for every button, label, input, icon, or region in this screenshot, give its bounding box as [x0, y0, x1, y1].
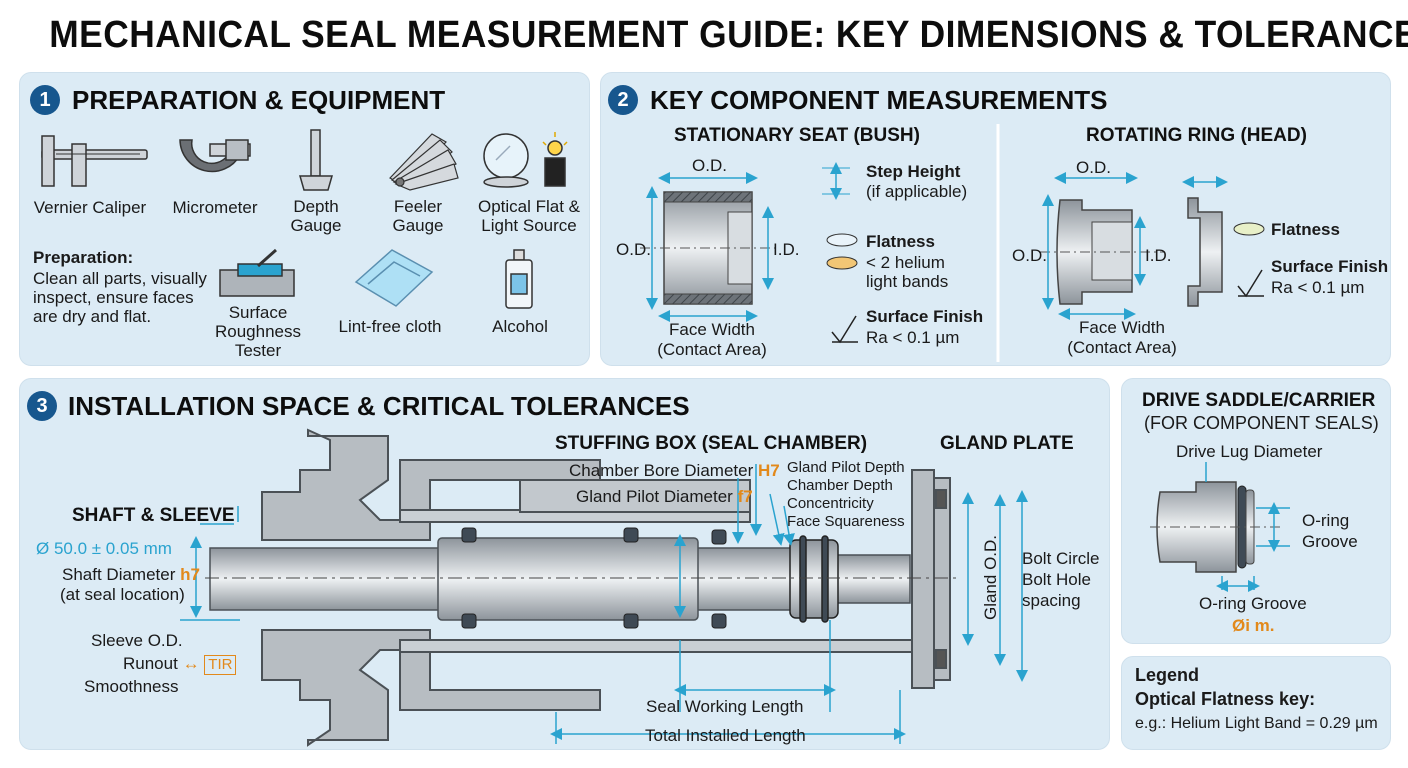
tool-label-optical-flat: Optical Flat & Light Source: [477, 197, 581, 235]
micrometer-icon: [179, 139, 251, 173]
seal-head: [789, 535, 839, 623]
step-height-label: Step Height: [866, 162, 961, 181]
section-number-badge: 3: [27, 391, 57, 421]
shaft-diameter-row: Shaft Diameter h7: [62, 565, 200, 584]
section-number-badge: 2: [608, 85, 638, 115]
legend-subtitle: Optical Flatness key:: [1135, 689, 1316, 709]
rotating-ring-drawing: [1040, 172, 1265, 320]
rotating-id: I.D.: [1145, 246, 1172, 265]
depth-gauge-icon: [299, 129, 333, 191]
cloth-icon: [354, 249, 434, 307]
page-title: MECHANICAL SEAL MEASUREMENT GUIDE: KEY D…: [49, 14, 1408, 56]
sleeve-od-label: Sleeve O.D.: [91, 631, 183, 650]
shaft-tolerance: h7: [180, 565, 200, 584]
panel-legend: [1121, 656, 1391, 750]
alcohol-bottle-icon: [505, 249, 533, 309]
shaft-diameter-label: Shaft Diameter: [62, 565, 176, 584]
spacing-label: spacing: [1022, 591, 1081, 610]
rotating-od-left: O.D.: [1012, 246, 1047, 265]
stationary-surface-value: Ra < 0.1 µm: [866, 328, 960, 347]
chamber-depth-label: Chamber Depth: [787, 477, 893, 494]
rotating-face-width: Face Width: [1079, 318, 1165, 337]
tool-label-feeler-gauge: Feeler Gauge: [392, 197, 444, 235]
shaft-dimension: Ø 50.0 ± 0.05 mm: [36, 539, 172, 558]
gland-pilot-depth-label: Gland Pilot Depth: [787, 459, 905, 476]
stationary-id: I.D.: [773, 240, 800, 259]
seal-working-length-label: Seal Working Length: [646, 697, 804, 716]
tool-label-depth-gauge: Depth Gauge: [290, 197, 342, 235]
panel-preparation: [19, 72, 590, 366]
tir-badge: TIR: [204, 655, 237, 675]
legend-example: e.g.: Helium Light Band = 0.29 µm: [1135, 715, 1378, 732]
optical-flat-icon: [483, 132, 568, 188]
stationary-flatness-value: < 2 helium light bands: [866, 253, 949, 291]
supply-label-alcohol: Alcohol: [492, 317, 548, 336]
feeler-gauge-icon: [389, 133, 459, 191]
supply-label-roughness: Surface Roughness Tester: [214, 303, 301, 360]
concentricity-label: Concentricity: [787, 495, 874, 512]
rotating-contact-area: (Contact Area): [1067, 338, 1177, 357]
gland-pilot-diameter-row: Gland Pilot Diameter f7: [576, 487, 753, 506]
stationary-face-width: Face Width: [669, 320, 755, 339]
groove-label: Groove: [1302, 532, 1358, 551]
rotating-od-top: O.D.: [1076, 158, 1111, 177]
stationary-flatness-label: Flatness: [866, 232, 935, 251]
chamber-bore-label: Chamber Bore Diameter: [569, 461, 754, 480]
pump-casing: [261, 428, 921, 747]
gland-plate-title: GLAND PLATE: [940, 433, 1074, 454]
section-title: INSTALLATION SPACE & CRITICAL TOLERANCES: [68, 391, 690, 421]
gland-plate: [911, 469, 951, 689]
stationary-seat-title: STATIONARY SEAT (BUSH): [674, 125, 920, 146]
smoothness-label: Smoothness: [84, 677, 179, 696]
drive-title: DRIVE SADDLE/CARRIER: [1142, 390, 1376, 411]
stationary-od-left: O.D.: [616, 240, 651, 259]
roughness-tester-icon: [219, 248, 295, 297]
section-number-badge: 1: [30, 85, 60, 115]
stationary-seat-drawing: [640, 162, 858, 344]
oring-groove-symbol: Øi m.: [1232, 616, 1275, 635]
runout-row: Runout ↔ TIR: [123, 654, 237, 675]
rotating-surface-value: Ra < 0.1 µm: [1271, 278, 1365, 297]
preparation-text: Clean all parts, visually inspect, ensur…: [33, 269, 207, 326]
bolt-circle-label: Bolt Circle: [1022, 549, 1100, 568]
total-installed-length-label: Total Installed Length: [645, 726, 806, 745]
rotating-flatness-label: Flatness: [1271, 220, 1340, 239]
chamber-bore-row: Chamber Bore Diameter H7: [569, 461, 780, 480]
stationary-od-top: O.D.: [692, 156, 727, 175]
rotating-surface-finish: Surface Finish: [1271, 257, 1389, 276]
gland-pilot-tolerance: f7: [737, 487, 753, 506]
bolt-hole-label: Bolt Hole: [1022, 570, 1091, 589]
oring-groove-label: O-ring Groove: [1199, 594, 1307, 613]
chamber-bore-tolerance: H7: [757, 461, 780, 480]
tool-label-caliper: Vernier Caliper: [33, 198, 147, 217]
supply-label-cloth: Lint-free cloth: [338, 317, 442, 336]
shaft-sleeve-title: SHAFT & SLEEVE: [72, 505, 235, 526]
preparation-heading: Preparation:: [33, 248, 134, 267]
section-title: PREPARATION & EQUIPMENT: [72, 85, 446, 115]
gland-pilot-diameter-label: Gland Pilot Diameter: [576, 487, 733, 506]
face-squareness-label: Face Squareness: [787, 513, 905, 530]
drive-lug-label: Drive Lug Diameter: [1176, 442, 1323, 461]
section-title: KEY COMPONENT MEASUREMENTS: [650, 85, 1108, 115]
stationary-contact-area: (Contact Area): [657, 340, 767, 359]
stationary-surface-finish: Surface Finish: [866, 307, 984, 326]
at-seal-location: (at seal location): [60, 585, 185, 604]
caliper-icon: [41, 135, 148, 187]
oring-label: O-ring: [1302, 511, 1350, 530]
stuffing-box-title: STUFFING BOX (SEAL CHAMBER): [555, 433, 868, 454]
runout-label: Runout: [123, 654, 178, 673]
step-height-note: (if applicable): [866, 182, 968, 201]
tool-label-micrometer: Micrometer: [172, 198, 258, 217]
rotating-ring-title: ROTATING RING (HEAD): [1086, 125, 1307, 146]
drive-subtitle: (FOR COMPONENT SEALS): [1144, 413, 1379, 433]
legend-title: Legend: [1135, 665, 1200, 685]
